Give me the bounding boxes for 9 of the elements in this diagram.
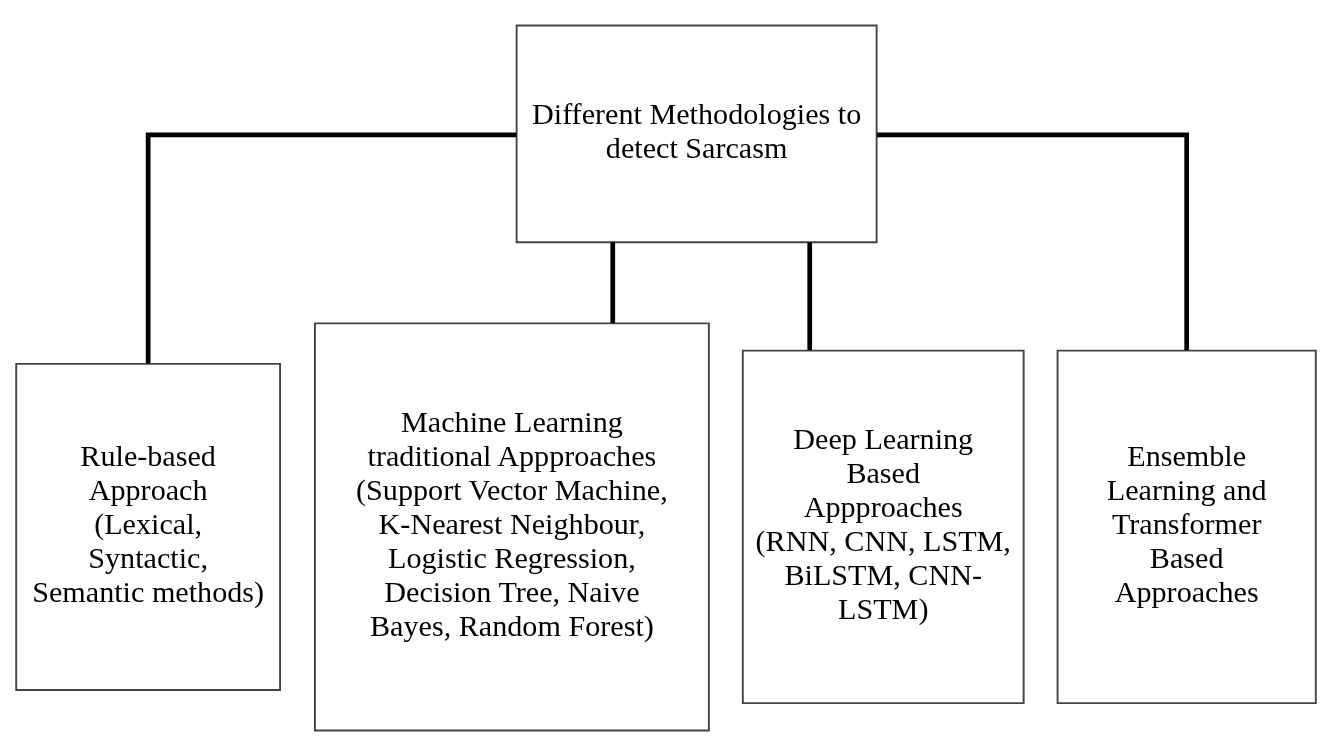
connector xyxy=(877,132,1190,350)
node-box: Ensemble Learning and Transformer Based Approaches xyxy=(1056,349,1317,704)
connector xyxy=(145,132,517,363)
connector xyxy=(807,241,813,350)
node-box: Different Methodologies to detect Sarcasm xyxy=(515,24,878,243)
node-box: Machine Learning traditional Appproaches (Support Vector Machine, K-Nearest Neighbour, Logistic Regression, Decision Tree, Naive Bayes, Random Forest) xyxy=(314,321,710,731)
node-box: Deep Learning Based Appproaches (RNN, CNN, LSTM, BiLSTM, CNN-LSTM) xyxy=(741,349,1025,704)
connector xyxy=(610,241,616,323)
node-box: Rule-based Approach (Lexical, Syntactic, Semantic methods) xyxy=(15,362,281,691)
